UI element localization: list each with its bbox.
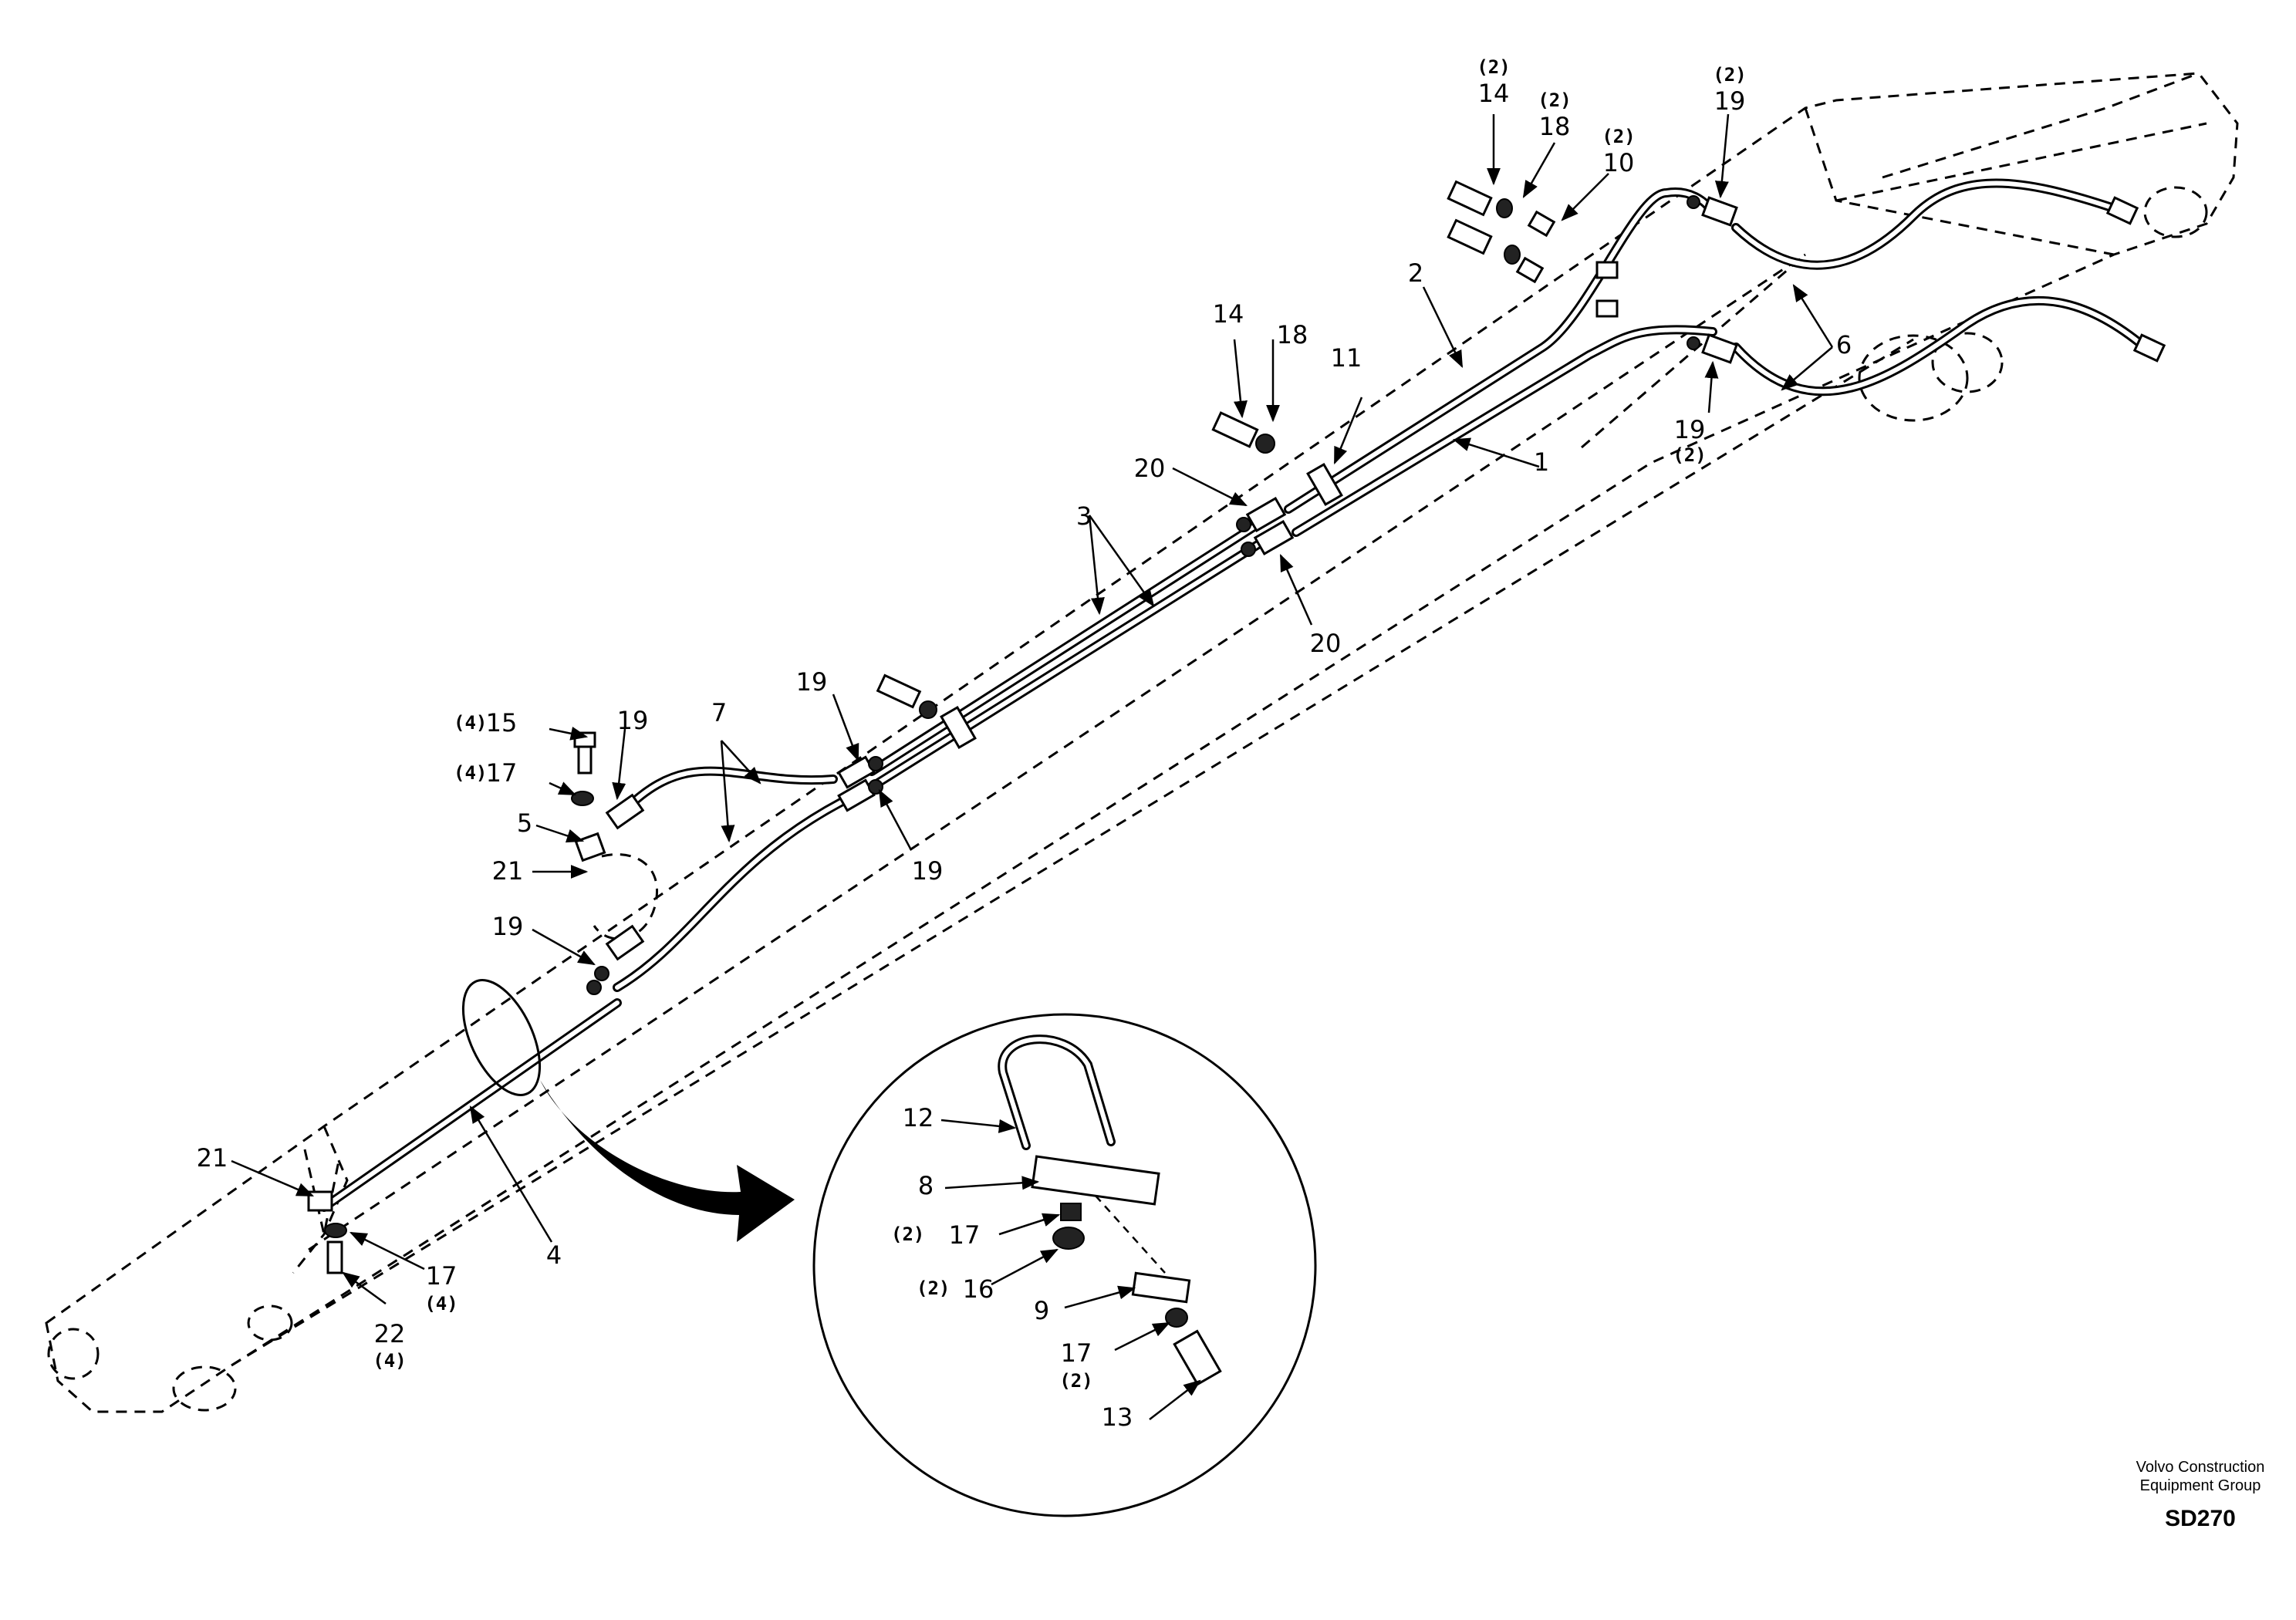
callout-number: 21 — [197, 1143, 228, 1173]
callout-number: 2 — [1408, 258, 1423, 288]
callout-qty: (4) — [373, 1350, 406, 1372]
drawing-code: SD270 — [2165, 1506, 2236, 1531]
fittings — [307, 180, 2166, 1274]
callout-number: 17 — [486, 758, 518, 788]
callout-number: 19 — [796, 667, 828, 697]
callout-number: 11 — [1331, 343, 1362, 373]
callout-number: 13 — [1102, 1402, 1133, 1432]
callout-number: 9 — [1034, 1296, 1049, 1325]
callout-qty: (2) — [917, 1277, 950, 1299]
callout-qty: (4) — [424, 1293, 458, 1315]
callout-number: 4 — [546, 1240, 562, 1270]
callout-labels: (2) 14 (2) 18 (2) 10 (2) 19 2 6 14 18 11… — [197, 56, 1852, 1432]
callout-number: 10 — [1603, 148, 1635, 177]
callout-number: 14 — [1478, 79, 1510, 108]
callout-qty: (2) — [1673, 444, 1706, 466]
callout-qty: (2) — [1538, 89, 1571, 111]
callout-number: 20 — [1310, 629, 1342, 658]
callout-number: 19 — [1674, 415, 1706, 444]
boom-outline — [45, 72, 2239, 1413]
footer-block: Volvo Construction Equipment Group SD270 — [2136, 1459, 2265, 1531]
callout-qty: (4) — [454, 762, 487, 784]
callout-number: 8 — [918, 1171, 934, 1200]
footer-line1: Volvo Construction — [2136, 1459, 2265, 1476]
callout-number: 17 — [949, 1220, 981, 1250]
callout-number: 19 — [912, 856, 944, 886]
callout-number: 14 — [1213, 299, 1244, 329]
callout-number: 6 — [1836, 330, 1852, 359]
callout-qty: (2) — [1059, 1370, 1092, 1392]
callout-number: 18 — [1277, 320, 1308, 349]
callout-qty: (2) — [891, 1223, 924, 1245]
callout-number: 19 — [492, 912, 524, 941]
clamp-detail — [812, 1013, 1317, 1517]
callout-number: 19 — [617, 706, 649, 735]
callout-number: 21 — [492, 856, 524, 886]
callout-number: 20 — [1134, 454, 1166, 483]
callout-number: 17 — [426, 1261, 458, 1291]
callout-number: 12 — [903, 1103, 934, 1132]
callout-number: 17 — [1061, 1338, 1092, 1368]
callout-qty: (2) — [1477, 56, 1510, 78]
callout-qty: (2) — [1713, 64, 1746, 86]
callout-number: 22 — [374, 1319, 406, 1348]
callout-qty: (4) — [454, 712, 487, 734]
callout-number: 1 — [1534, 447, 1549, 477]
leader-lines — [231, 113, 1834, 1420]
callout-number: 5 — [517, 808, 532, 838]
callout-number: 15 — [486, 708, 518, 737]
callout-qty: (2) — [1602, 126, 1635, 147]
callout-number: 7 — [711, 698, 727, 727]
callout-number: 19 — [1714, 86, 1746, 116]
footer-line2: Equipment Group — [2140, 1477, 2261, 1494]
callout-number: 3 — [1076, 501, 1092, 531]
detail-reference — [461, 979, 795, 1242]
callout-number: 16 — [963, 1274, 994, 1304]
hydraulic-lines — [319, 178, 2149, 1212]
callout-number: 18 — [1539, 112, 1571, 141]
